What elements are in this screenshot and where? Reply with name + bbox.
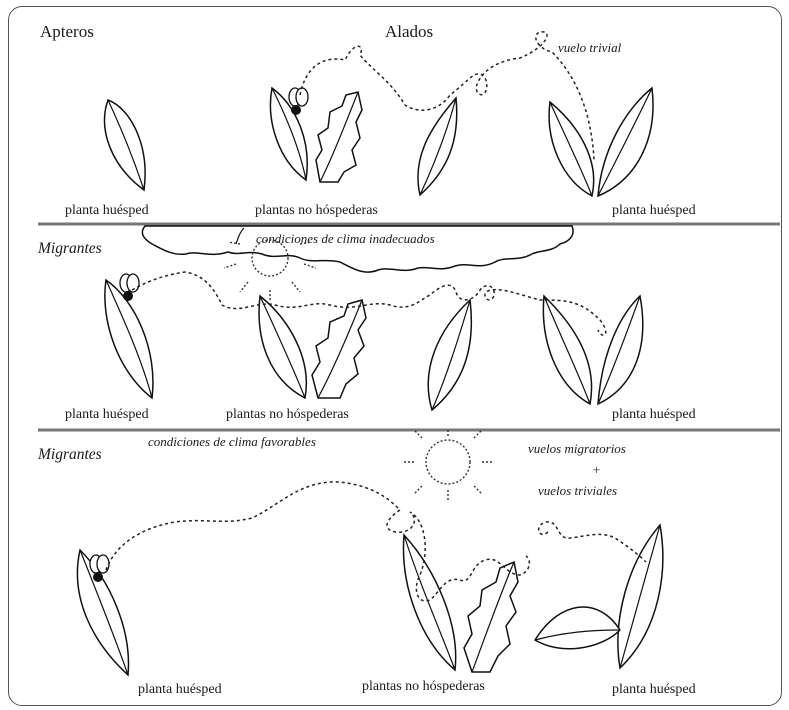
title-migrantes: Migrantes (37, 240, 102, 257)
label-non-host-plants: plantas no hóspederas (255, 203, 378, 218)
host-plant-pair (549, 88, 653, 196)
cloud-conditions-unfavorable: condiciones de clima inadecuados (256, 231, 435, 246)
non-host-plant-jagged-leaf (312, 300, 366, 398)
non-host-plant-jagged-leaf (464, 562, 518, 672)
host-plant-pair (535, 525, 663, 668)
note-migratory-flights: vuelos migratorios (528, 441, 626, 456)
non-host-plant-leaf (418, 98, 457, 195)
label-host-plant: planta huésped (65, 407, 149, 422)
trivial-flight-path (539, 522, 646, 562)
note-vuelo-trivial: vuelo trivial (558, 40, 622, 55)
conditions-favorable: condiciones de clima favorables (148, 434, 316, 449)
non-host-plant-leaf (259, 296, 306, 398)
title-migrantes: Migrantes (37, 446, 102, 463)
label-non-host-plants: plantas no hóspederas (362, 679, 485, 694)
note-plus: + (592, 462, 601, 477)
header-alados: Alados (385, 22, 433, 41)
label-host-plant: planta huésped (138, 682, 222, 697)
host-plant-pair (543, 296, 642, 404)
label-host-plant: planta huésped (612, 682, 696, 697)
trivial-flight-path (132, 272, 606, 335)
non-host-plant-jagged-leaf (316, 92, 362, 182)
label-host-plant: planta huésped (612, 203, 696, 218)
label-host-plant: planta huésped (65, 203, 149, 218)
header-apteros: Apteros (40, 22, 94, 41)
aphid-winged-icon (289, 88, 308, 115)
migratory-flight-path (106, 482, 529, 601)
non-host-plant-leaf (428, 300, 471, 410)
label-non-host-plants: plantas no hóspederas (226, 407, 349, 422)
note-trivial-flights: vuelos triviales (538, 483, 617, 498)
label-host-plant: planta huésped (612, 407, 696, 422)
host-plant-leaf (105, 100, 145, 190)
non-host-plant-leaf (403, 535, 455, 670)
sun-dashed-icon (404, 430, 494, 500)
